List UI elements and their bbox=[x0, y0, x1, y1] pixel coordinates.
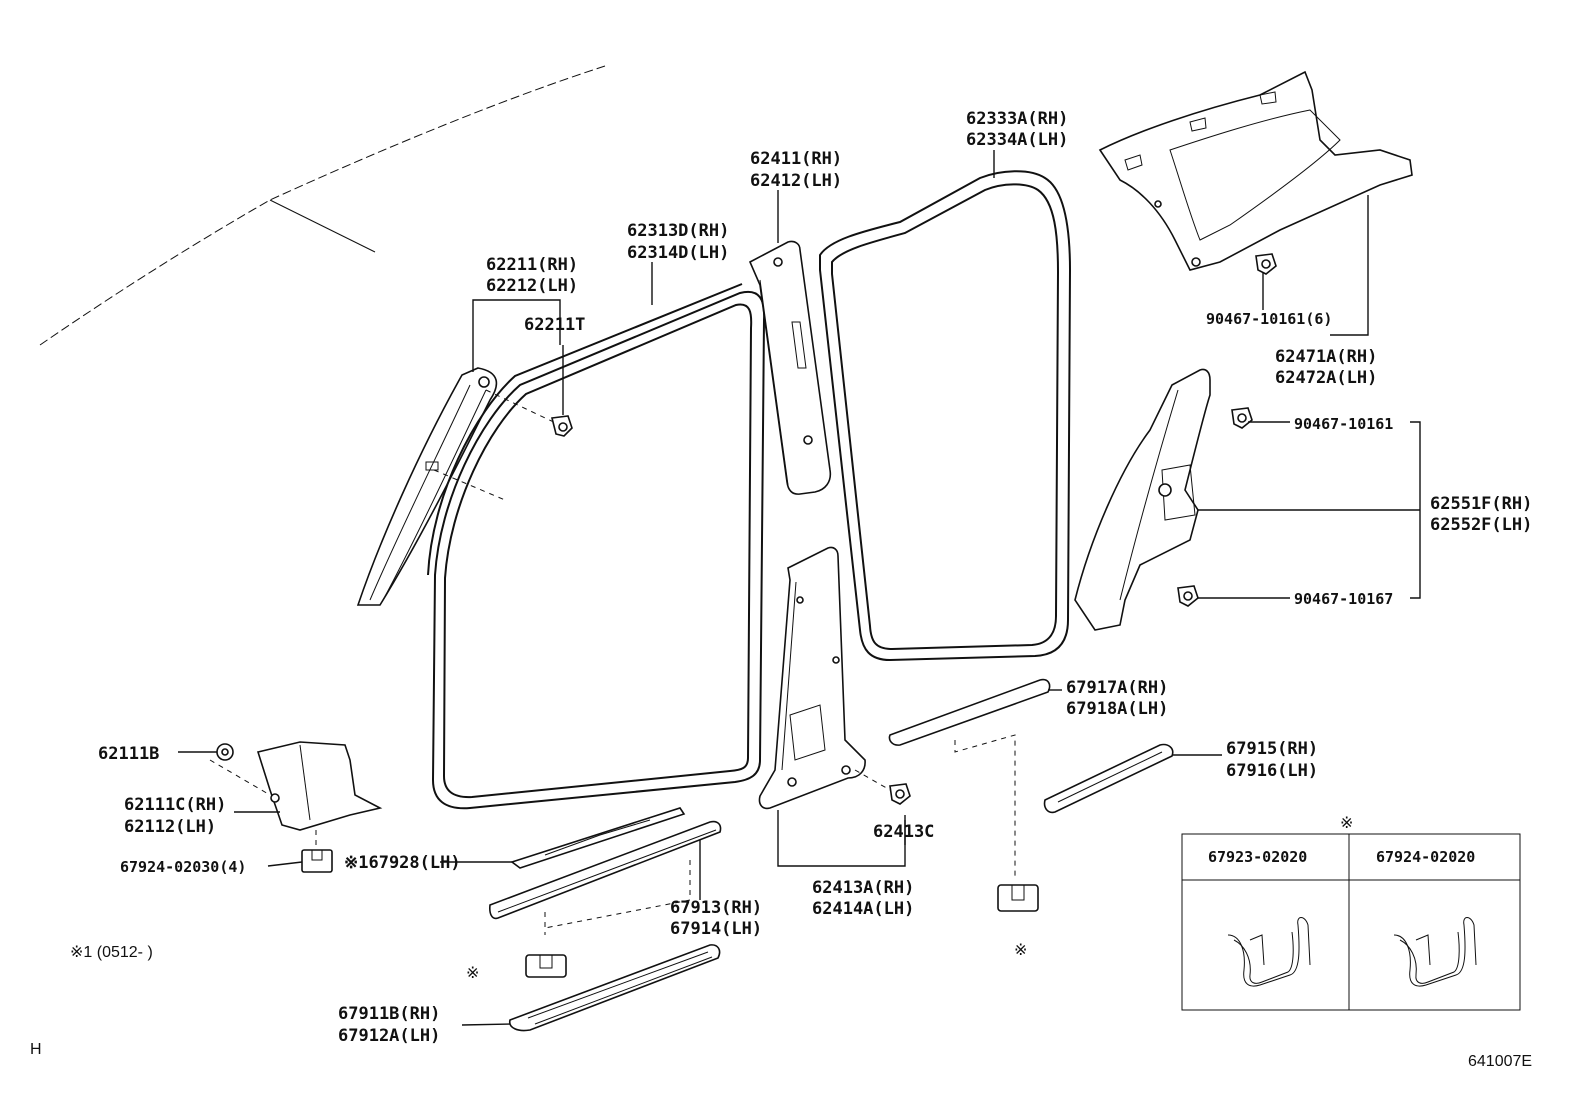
clip-67923-drawing bbox=[1227, 917, 1311, 987]
front-door-opening-seal bbox=[427, 283, 766, 810]
front-scuff-plate-inner bbox=[510, 807, 686, 869]
rear-door-opening-seal bbox=[819, 170, 1072, 662]
label-62413a-rh: 62413A(RH) bbox=[812, 878, 914, 898]
label-62472a-lh: 62472A(LH) bbox=[1275, 368, 1377, 388]
label-62314d-lh: 62314D(LH) bbox=[627, 243, 729, 263]
clip-62111b bbox=[216, 743, 234, 761]
clip-62211t bbox=[551, 415, 573, 437]
cowl-side-trim bbox=[256, 741, 383, 831]
label-90467-10161-6: 90467-10161(6) bbox=[1206, 310, 1332, 328]
roof-outline bbox=[39, 65, 606, 346]
corner-h: H bbox=[30, 1041, 42, 1058]
clip-table-header-2: 67924-02020 bbox=[1376, 848, 1475, 866]
center-pillar-lower-garnish bbox=[758, 546, 866, 810]
clip-67924-02030 bbox=[301, 849, 333, 873]
clip-90467-10161-upper bbox=[1255, 253, 1277, 275]
label-62551f-rh: 62551F(RH) bbox=[1430, 494, 1532, 514]
clip-62413c bbox=[889, 783, 911, 805]
label-62111b: 62111B bbox=[98, 744, 159, 764]
diagram-id: 641007E bbox=[1468, 1053, 1532, 1070]
label-62211t: 62211T bbox=[524, 315, 585, 335]
label-67915-rh: 67915(RH) bbox=[1226, 739, 1318, 759]
label-62414a-lh: 62414A(LH) bbox=[812, 899, 914, 919]
label-67911b-rh: 67911B(RH) bbox=[338, 1004, 440, 1024]
label-67914-lh: 67914(LH) bbox=[670, 919, 762, 939]
label-62411-rh: 62411(RH) bbox=[750, 149, 842, 169]
label-67916-lh: 67916(LH) bbox=[1226, 761, 1318, 781]
label-62552f-lh: 62552F(LH) bbox=[1430, 515, 1532, 535]
label-62334a-lh: 62334A(LH) bbox=[966, 130, 1068, 150]
label-62111c-rh: 62111C(RH) bbox=[124, 795, 226, 815]
footnote: ※1 (0512- ) bbox=[70, 944, 153, 961]
part-labels: 62333A(RH) 62334A(LH) 62411(RH) 62412(LH… bbox=[30, 109, 1532, 1070]
label-62413c: 62413C bbox=[873, 822, 934, 842]
label-62333a-rh: 62333A(RH) bbox=[966, 109, 1068, 129]
clip-90467-10167 bbox=[1177, 585, 1199, 607]
label-67913-rh: 67913(RH) bbox=[670, 898, 762, 918]
label-90467-10167: 90467-10167 bbox=[1294, 590, 1393, 608]
rear-door-sill-plate bbox=[1043, 743, 1174, 814]
deck-side-trim bbox=[1074, 368, 1211, 631]
label-62212-lh: 62212(LH) bbox=[486, 276, 578, 296]
clip-90467-10161-side bbox=[1231, 407, 1253, 429]
roof-side-inner-garnish bbox=[1098, 70, 1413, 271]
leader-lines bbox=[178, 150, 1421, 1026]
clip-table-header-1: 67923-02020 bbox=[1208, 848, 1307, 866]
front-door-sill-plate bbox=[508, 944, 721, 1032]
label-67924-02030: 67924-02030(4) bbox=[120, 858, 246, 876]
label-62211-rh: 62211(RH) bbox=[486, 255, 578, 275]
label-90467-10161: 90467-10161 bbox=[1294, 415, 1393, 433]
label-67917a-rh: 67917A(RH) bbox=[1066, 678, 1168, 698]
label-67912a-lh: 67912A(LH) bbox=[338, 1026, 440, 1046]
label-67928-lh: ※167928(LH) bbox=[344, 853, 461, 873]
label-62112-lh: 62112(LH) bbox=[124, 817, 216, 837]
mark-front-clip: ※ bbox=[466, 965, 479, 982]
label-62313d-rh: 62313D(RH) bbox=[627, 221, 729, 241]
label-67918a-lh: 67918A(LH) bbox=[1066, 699, 1168, 719]
mark-rear-clip: ※ bbox=[1014, 942, 1027, 959]
center-pillar-upper-garnish bbox=[748, 240, 832, 495]
label-62412-lh: 62412(LH) bbox=[750, 171, 842, 191]
front-pillar-garnish bbox=[356, 367, 498, 606]
front-door-scuff-plate bbox=[489, 820, 722, 920]
clip-table-mark: ※ bbox=[1340, 815, 1353, 832]
clip-front bbox=[525, 954, 567, 978]
clip-rear bbox=[997, 884, 1039, 912]
clip-67924-drawing bbox=[1393, 917, 1477, 987]
clip-table: ※ 67923-02020 67924-02020 bbox=[1181, 815, 1521, 1011]
label-62471a-rh: 62471A(RH) bbox=[1275, 347, 1377, 367]
rear-door-scuff-plate bbox=[888, 678, 1051, 746]
